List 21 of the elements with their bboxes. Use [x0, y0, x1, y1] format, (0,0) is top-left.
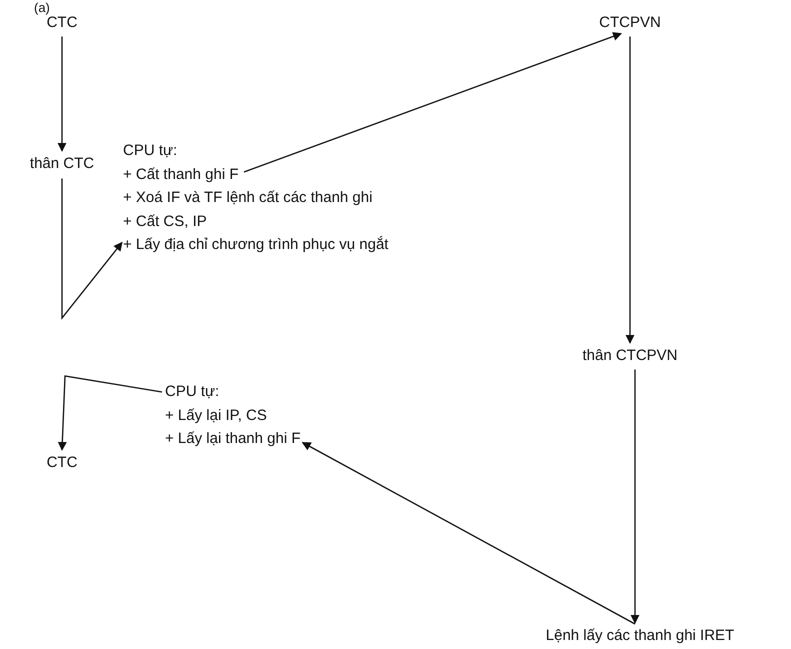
arrow — [61, 178, 123, 320]
arrow — [302, 442, 636, 625]
arrow — [244, 32, 622, 173]
step-item: + Lấy địa chỉ chương trình phục vụ ngắt — [123, 235, 388, 255]
step-heading: CPU tự: — [165, 382, 220, 402]
node-label: Lệnh lấy các thanh ghi IRET — [546, 624, 734, 648]
node-label: thân CTCPVN — [582, 344, 678, 368]
step-heading: CPU tự: — [123, 141, 178, 161]
arrow — [626, 36, 634, 344]
node-label: CTCPVN — [599, 11, 661, 34]
arrow — [630, 370, 640, 624]
step-item: + Cất CS, IP — [123, 212, 208, 232]
panel-label: (a) — [34, 0, 50, 15]
node-label: thân CTC — [30, 152, 94, 176]
step-item: + Xoá IF và TF lệnh cất các thanh ghi — [123, 188, 374, 208]
step-item: + Lấy lại IP, CS — [165, 406, 268, 426]
node-label: CTC — [46, 451, 78, 474]
arrow — [58, 375, 162, 451]
step-item: + Cất thanh ghi F — [123, 164, 240, 184]
arrow — [58, 36, 66, 152]
step-item: + Lấy lại thanh ghi F — [165, 429, 301, 449]
